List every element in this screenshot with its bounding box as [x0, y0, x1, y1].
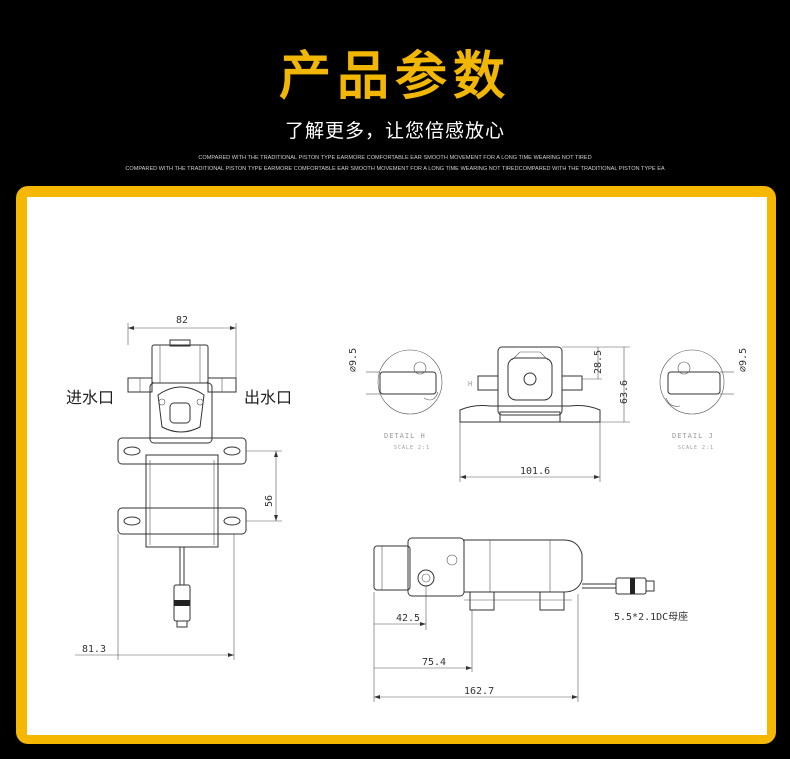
- dim-56: 56: [264, 495, 275, 507]
- dim-101-6: 101.6: [520, 466, 550, 477]
- detail-j-scale: SCALE 2:1: [678, 445, 714, 451]
- detail-j-diameter: ⌀9.5: [738, 348, 749, 372]
- detail-h-marker: H: [468, 380, 473, 388]
- dim-63-6: 63.6: [619, 380, 630, 404]
- outlet-label: 出水口: [244, 388, 292, 407]
- top-view: ⌀9.5 DETAIL H SCALE 2:1 H 28.5 63.6 101.…: [348, 346, 749, 482]
- detail-h-label: DETAIL H: [384, 432, 426, 440]
- drawing-panel: [27, 197, 767, 735]
- detail-j-label: DETAIL J: [672, 432, 714, 440]
- tagline-line-1: COMPARED WITH THE TRADITIONAL PISTON TYP…: [198, 155, 592, 161]
- inlet-label: 进水口: [66, 388, 114, 407]
- dim-82: 82: [176, 315, 188, 326]
- tagline-line-2: COMPARED WITH THE TRADITIONAL PISTON TYP…: [125, 166, 665, 172]
- page-subtitle: 了解更多，让您倍感放心: [284, 120, 505, 142]
- connector-label: 5.5*2.1DC母座: [614, 610, 688, 623]
- dim-75-4: 75.4: [422, 657, 446, 668]
- detail-h-scale: SCALE 2:1: [394, 445, 430, 451]
- dim-162-7: 162.7: [464, 686, 494, 697]
- front-view: 82: [66, 315, 292, 660]
- page-title: 产品参数: [278, 47, 511, 107]
- dim-81-3: 81.3: [82, 644, 106, 655]
- detail-h-diameter: ⌀9.5: [348, 348, 359, 372]
- dim-28-5: 28.5: [593, 350, 604, 374]
- side-view: 5.5*2.1DC母座 42.5 75.4 162.7: [373, 537, 688, 702]
- dim-42-5: 42.5: [396, 613, 420, 624]
